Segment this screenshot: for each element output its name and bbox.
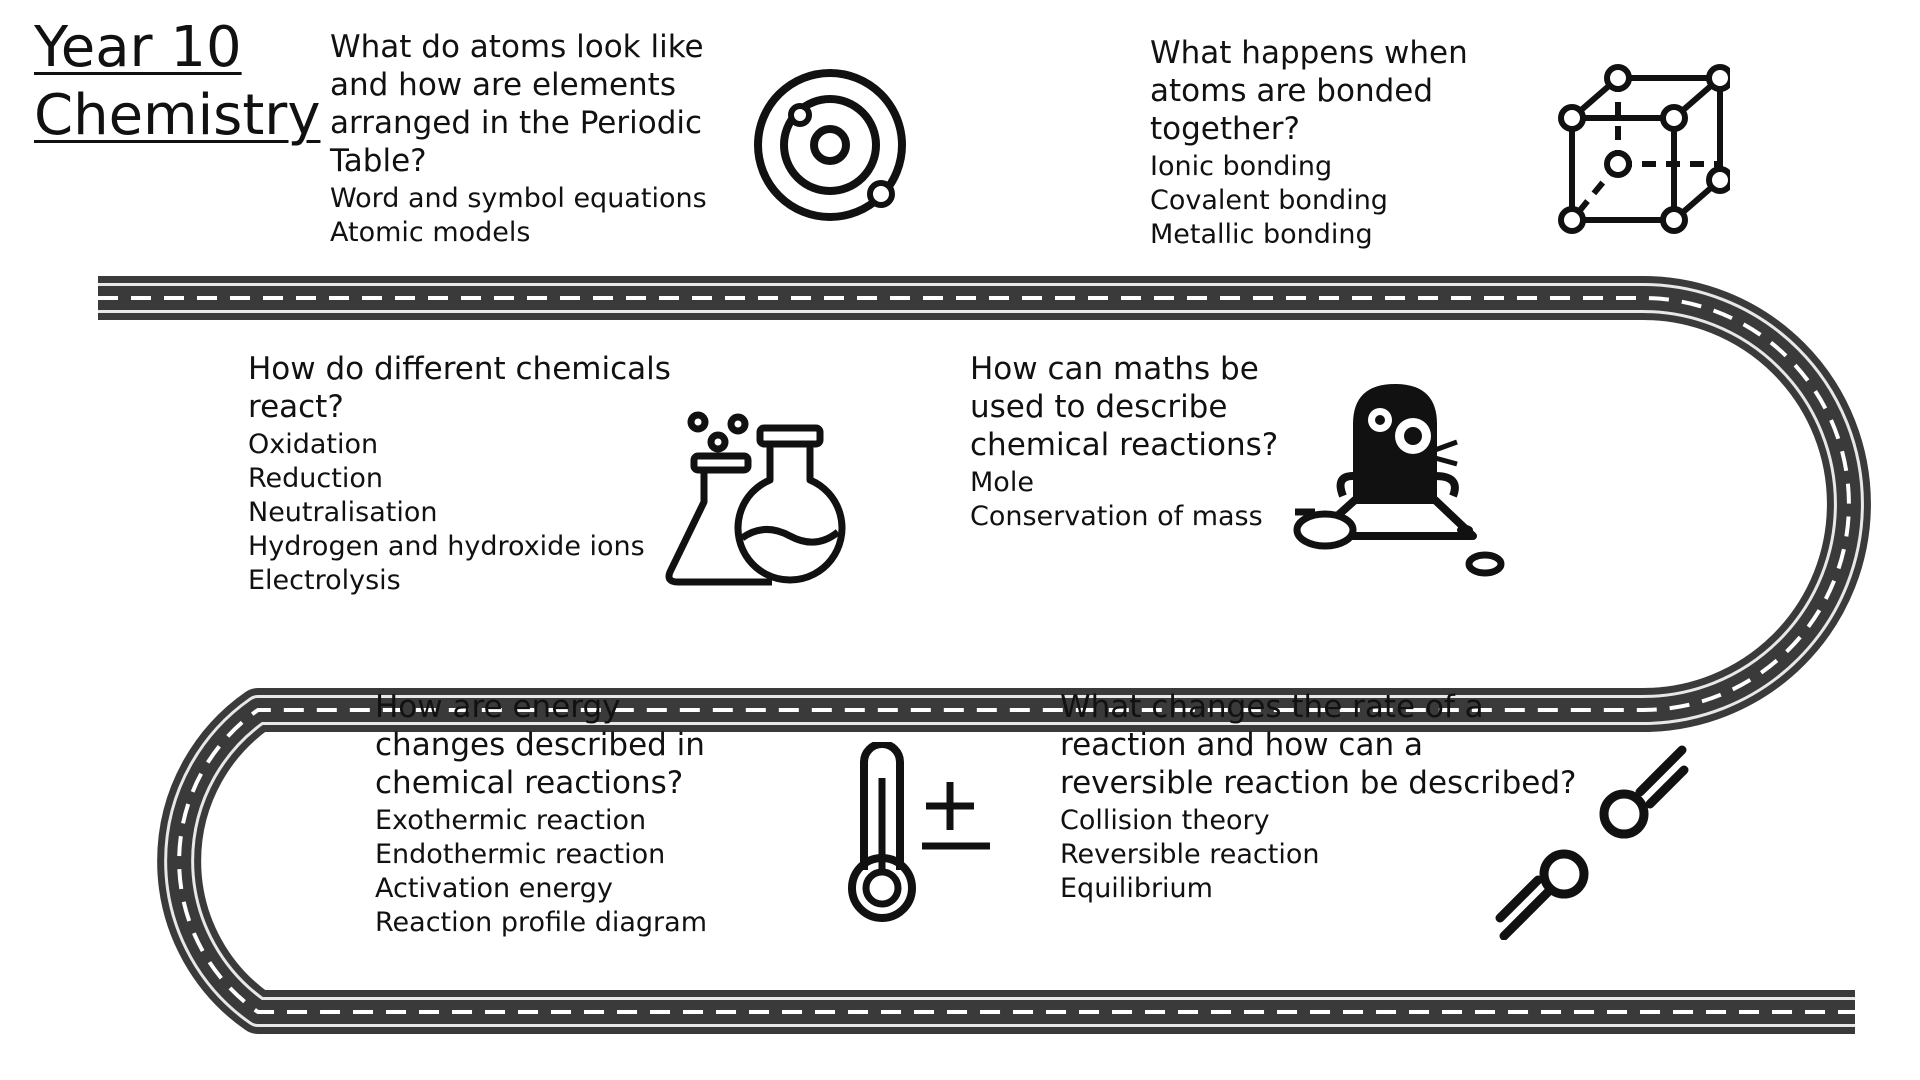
topic-item: Ionic bonding	[1150, 151, 1333, 182]
topic-question: What happens when atoms are bonded toget…	[1150, 35, 1468, 147]
page-title: Year 10 Chemistry	[34, 14, 320, 150]
topic-item: Metallic bonding	[1150, 219, 1373, 250]
flasks-icon	[665, 411, 846, 586]
topic-item: Mole	[970, 467, 1034, 498]
topic-item: Word and symbol equations	[330, 183, 707, 214]
topic-atoms: What do atoms look like and how are elem…	[330, 28, 730, 250]
topic-maths: How can maths be used to describe chemic…	[970, 350, 1280, 534]
topic-item: Reduction	[248, 463, 383, 494]
mole-icon	[1293, 384, 1505, 577]
topic-item: Reaction profile diagram	[375, 907, 707, 938]
topic-energy: How are energy changes described in chem…	[375, 688, 745, 940]
topic-item: Reversible reaction	[1060, 839, 1320, 870]
topic-item: Collision theory	[1060, 805, 1270, 836]
topic-question: What changes the rate of a reaction and …	[1060, 689, 1577, 801]
topic-item: Endothermic reaction	[375, 839, 666, 870]
topic-question: What do atoms look like and how are elem…	[330, 29, 704, 179]
topic-item: Hydrogen and hydroxide ions	[248, 531, 645, 562]
title-line-2: Chemistry	[34, 83, 321, 148]
topic-item: Activation energy	[375, 873, 613, 904]
topic-item: Conservation of mass	[970, 501, 1263, 532]
title-line-1: Year 10	[34, 15, 242, 80]
crystal-lattice-icon	[1558, 64, 1730, 234]
topic-item: Exothermic reaction	[375, 805, 647, 836]
atom-icon	[754, 69, 906, 221]
topic-item: Oxidation	[248, 429, 379, 460]
topic-item: Atomic models	[330, 217, 531, 248]
thermometer-icon	[848, 742, 990, 922]
topic-question: How are energy changes described in chem…	[375, 689, 705, 801]
topic-question: How can maths be used to describe chemic…	[970, 351, 1279, 463]
topic-reactions: How do different chemicals react? Oxidat…	[248, 350, 688, 598]
topic-item: Neutralisation	[248, 497, 438, 528]
topic-question: How do different chemicals react?	[248, 351, 671, 425]
collision-icon	[1495, 745, 1689, 940]
topic-bonding: What happens when atoms are bonded toget…	[1150, 34, 1490, 252]
topic-item: Electrolysis	[248, 565, 401, 596]
road-centre-dashes	[98, 296, 1855, 1014]
topic-rates: What changes the rate of a reaction and …	[1060, 688, 1580, 906]
topic-item: Equilibrium	[1060, 873, 1213, 904]
topic-item: Covalent bonding	[1150, 185, 1388, 216]
